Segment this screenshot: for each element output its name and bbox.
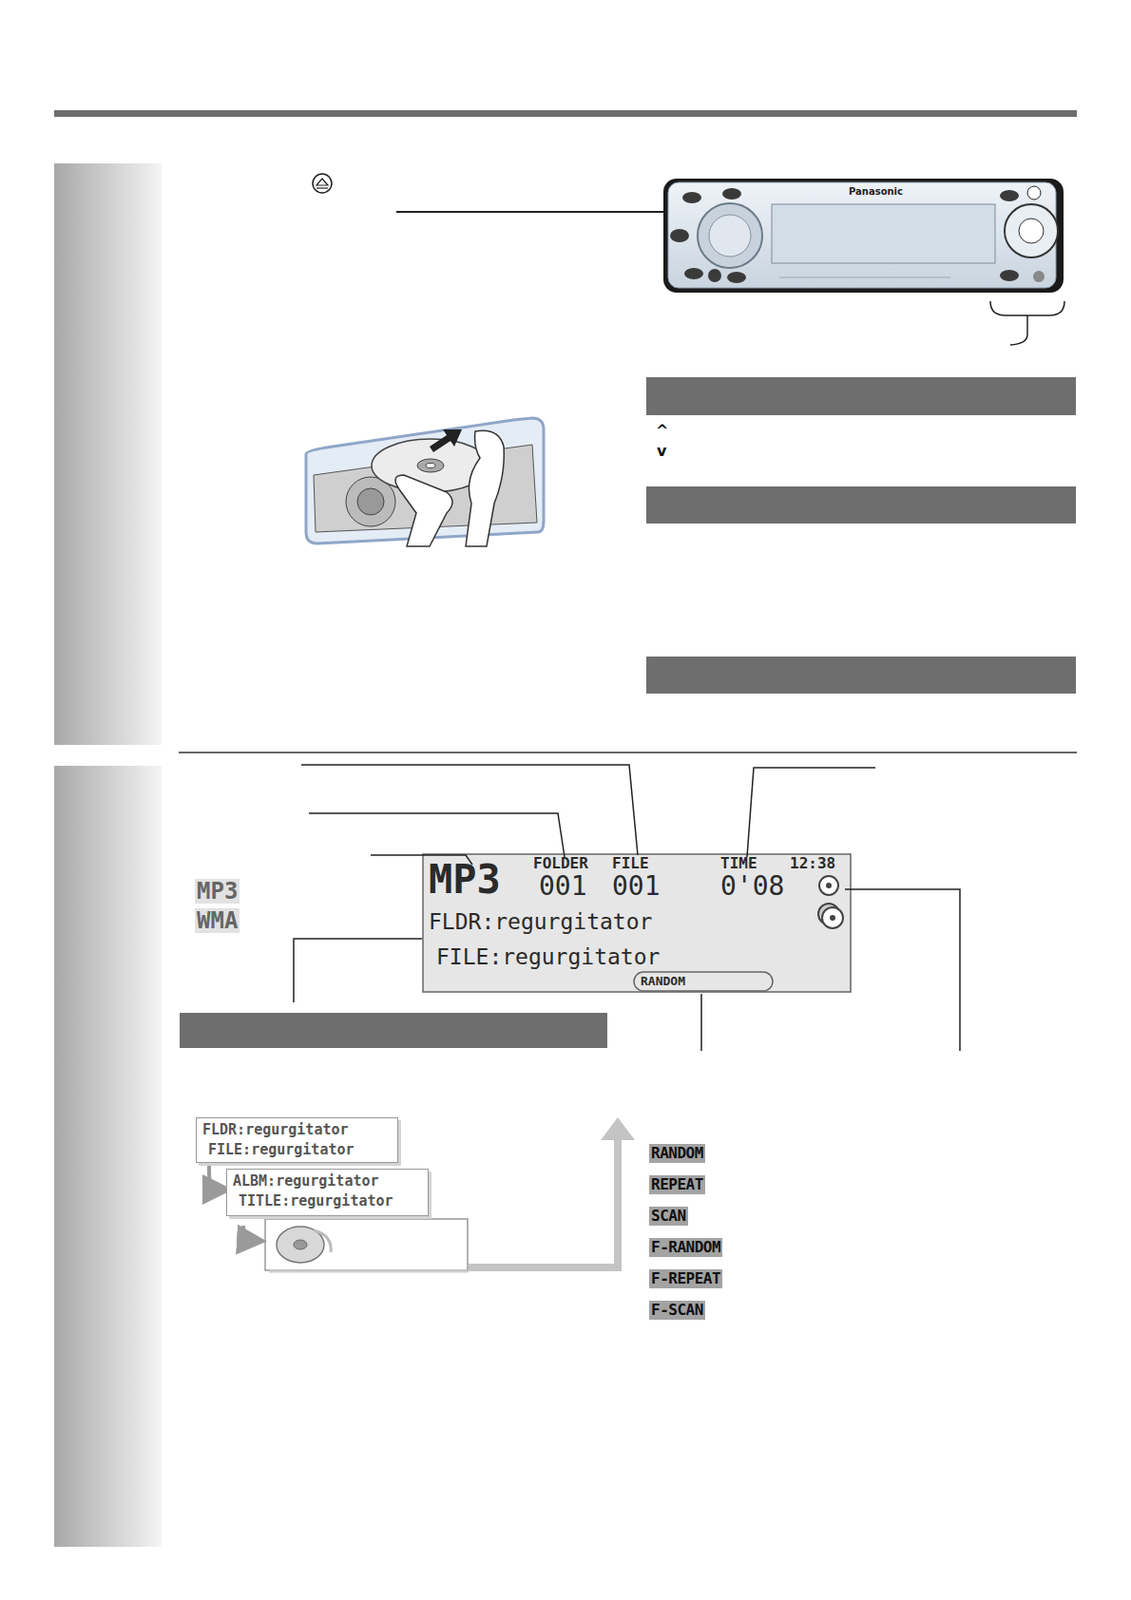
lcd-text: FILE	[612, 856, 650, 872]
indicator-outline	[633, 972, 773, 992]
display-line: FLDR:regurgitator	[202, 1123, 349, 1138]
lcd-text: 0'08	[720, 873, 785, 901]
mode-indicator: REPEAT	[649, 1175, 706, 1195]
mode-indicator: SCAN	[649, 1207, 689, 1227]
disc-insertion-illustration	[306, 418, 544, 547]
return-arrow-head	[600, 1117, 635, 1141]
format-icon: MP3	[194, 879, 240, 904]
display-mode-box	[265, 1219, 469, 1272]
display-line: ALBM:regurgitator	[232, 1174, 380, 1189]
heading-bar	[646, 486, 1076, 524]
lcd-text: MP3	[428, 860, 501, 901]
button-symbol: v	[656, 442, 667, 461]
display-mode-box: FLDR:regurgitatorFILE:regurgitator	[195, 1117, 399, 1164]
top-rule	[54, 110, 1077, 117]
display-mode-box: ALBM:regurgitatorTITLE:regurgitator	[226, 1169, 429, 1217]
button-symbol: ^	[655, 421, 669, 440]
lcd-text: RANDOM	[640, 975, 686, 988]
heading-bar	[179, 1013, 608, 1049]
mode-indicator: F-SCAN	[649, 1301, 706, 1321]
format-icon: WMA	[194, 908, 240, 934]
mode-indicator: F-REPEAT	[649, 1269, 723, 1289]
lcd-text: 001	[612, 873, 661, 901]
return-arrow	[468, 1136, 618, 1268]
lcd-text: FOLDER	[533, 856, 589, 872]
cycle-arrow	[243, 1226, 260, 1242]
lcd-text: FLDR:regurgitator	[428, 911, 652, 934]
display-line: FILE:regurgitator	[208, 1143, 355, 1158]
lcd-text: 001	[538, 873, 588, 901]
mode-indicator: F-RANDOM	[649, 1238, 723, 1258]
front-panel	[663, 178, 1064, 293]
display-line: TITLE:regurgitator	[238, 1194, 394, 1209]
lcd-text: 12:38	[789, 856, 836, 872]
side-tab	[54, 163, 162, 746]
lcd-text: TIME	[720, 856, 758, 872]
leader-line	[293, 765, 960, 1052]
brand-name: Panasonic	[848, 186, 903, 197]
side-tab	[54, 766, 162, 1548]
eject-symbol	[312, 173, 332, 193]
lcd-display: MP3 FOLDER FILE TIME 12:38 001 001 0'08FLDR:reg…	[422, 854, 851, 993]
heading-bar	[646, 377, 1076, 416]
section-rule	[178, 751, 1077, 754]
disc-indicator-icon	[818, 876, 844, 929]
mode-indicator: RANDOM	[649, 1144, 706, 1164]
cycle-arrow	[209, 1163, 226, 1190]
lcd-screen	[422, 854, 851, 993]
lcd-text: FILE:regurgitator	[436, 946, 660, 969]
bracket	[990, 301, 1065, 346]
heading-bar	[646, 656, 1076, 694]
